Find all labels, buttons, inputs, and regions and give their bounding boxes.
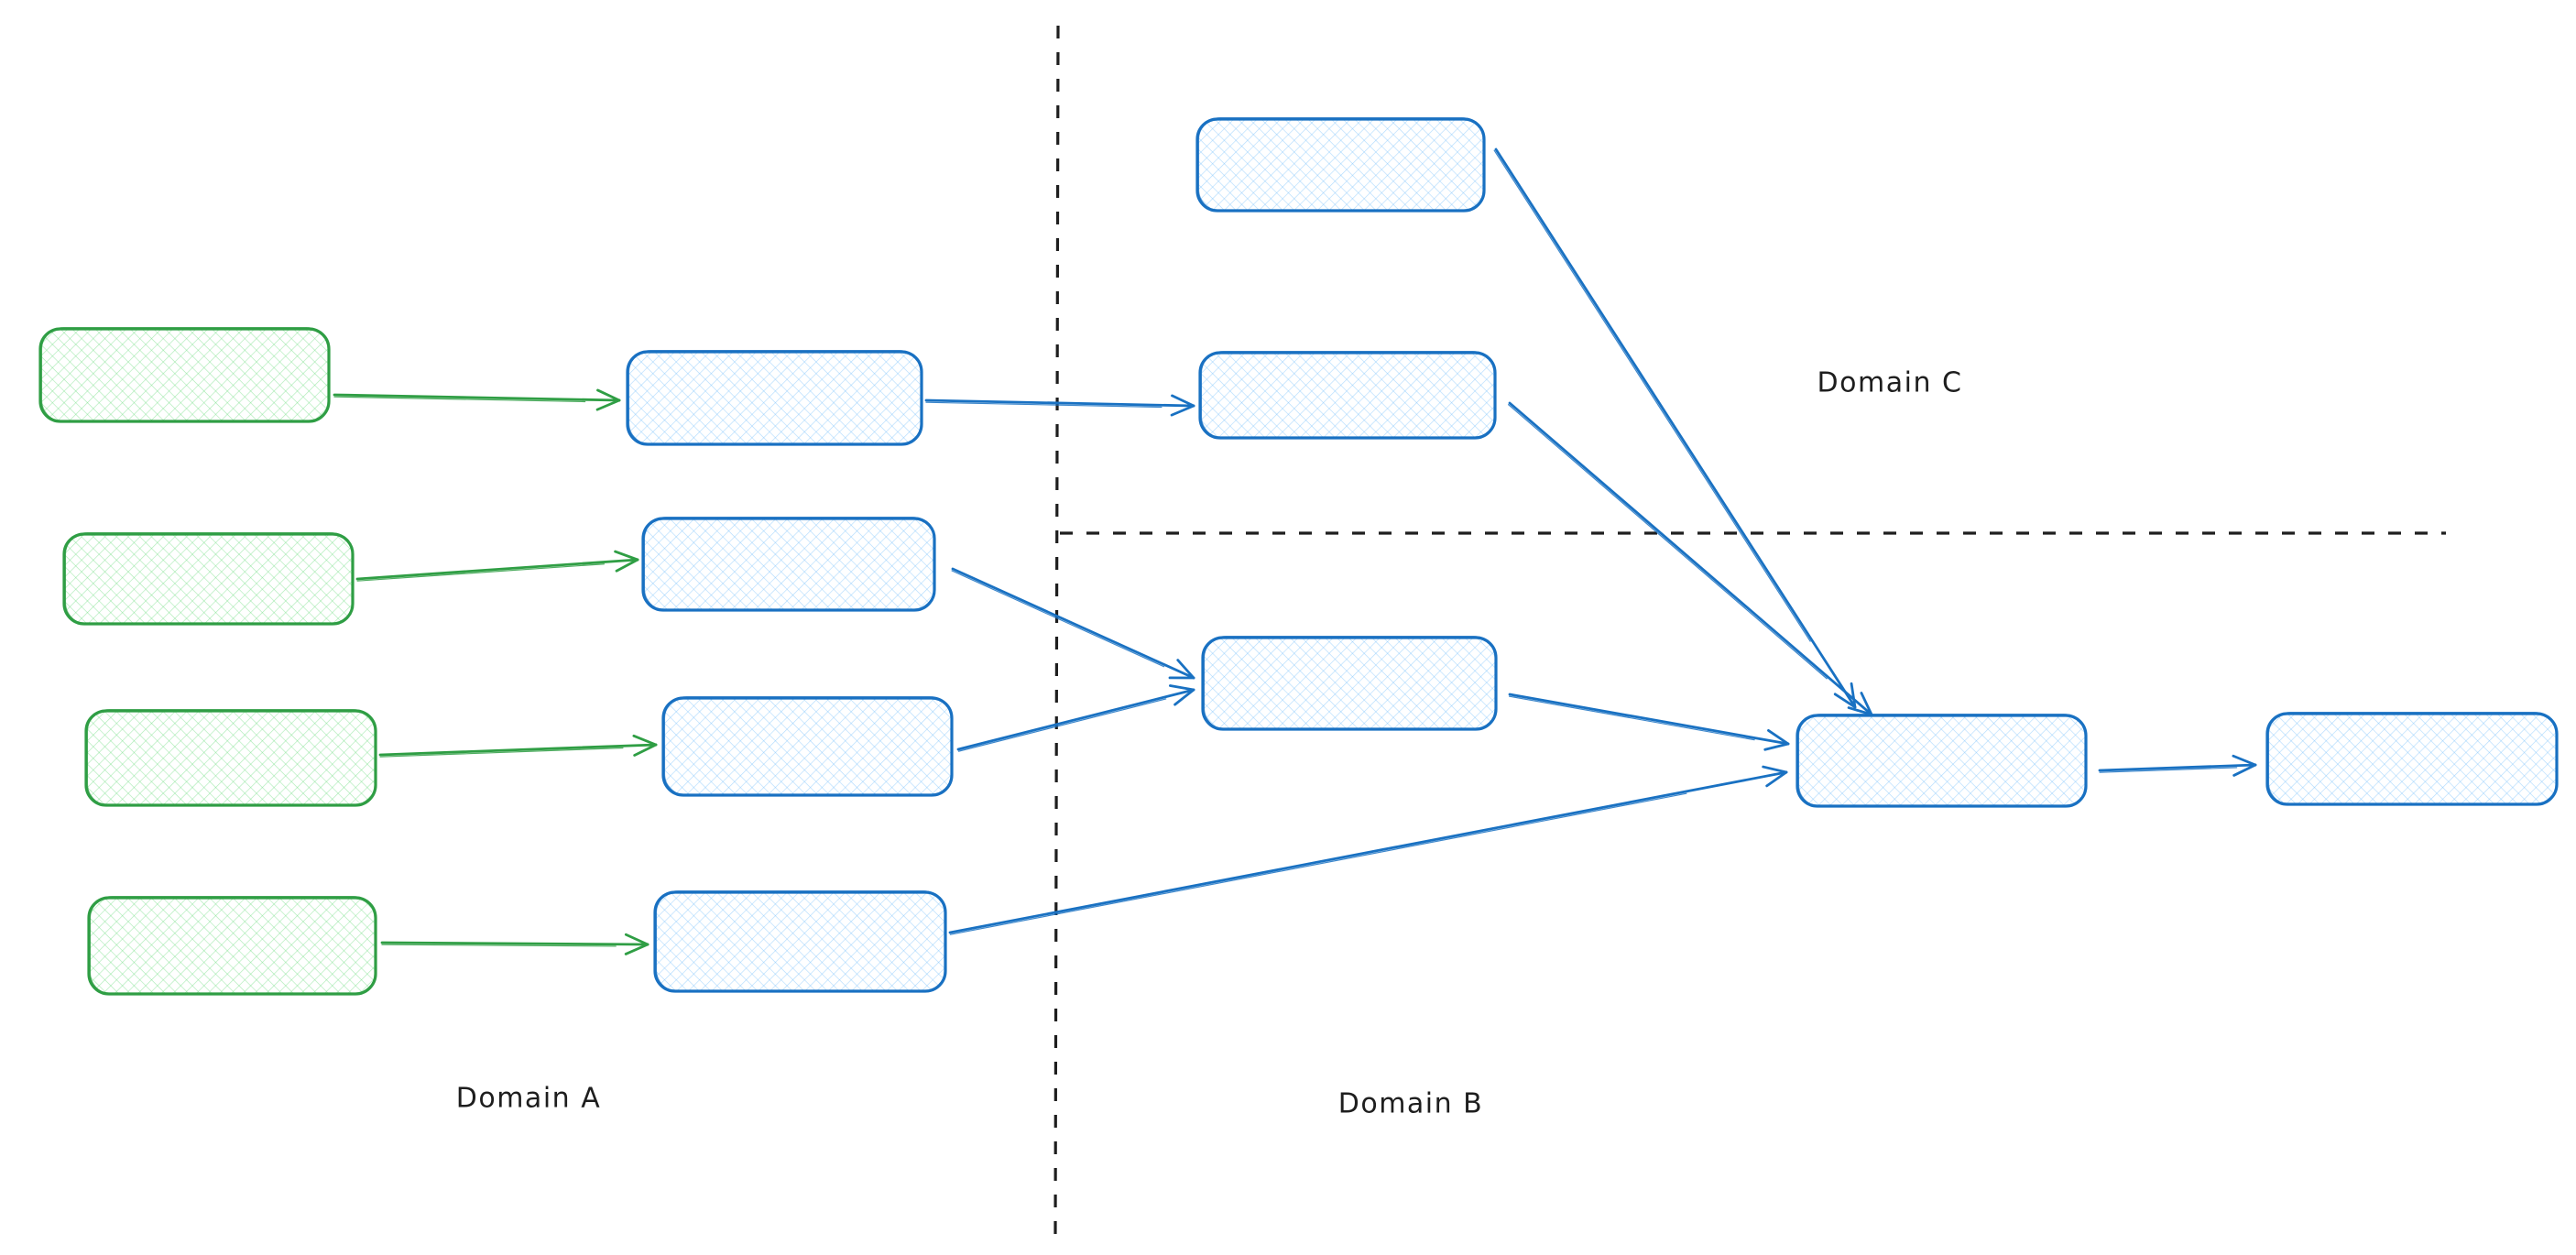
- node-a2[interactable]: [641, 516, 936, 612]
- node-g2[interactable]: [62, 531, 355, 626]
- edges-layer: [333, 147, 2257, 955]
- edge-g4-a4: [380, 933, 649, 955]
- edge-g3-a3: [378, 734, 658, 758]
- edge-g2-a2: [355, 550, 639, 582]
- domain-c-label: Domain C: [1817, 366, 1963, 399]
- node-c1[interactable]: [1796, 713, 2088, 808]
- edge-b2-c1: [1507, 401, 1873, 716]
- node-a4[interactable]: [653, 889, 947, 993]
- edge-b3-c1: [1508, 693, 1790, 751]
- node-g3[interactable]: [84, 708, 377, 807]
- domain-a-label: Domain A: [455, 1082, 602, 1115]
- node-g4[interactable]: [87, 895, 377, 996]
- vertical-divider: [1053, 25, 1060, 1236]
- edge-a1-b2: [924, 394, 1195, 417]
- node-b2[interactable]: [1198, 350, 1497, 440]
- domain-b-label: Domain B: [1337, 1087, 1484, 1120]
- node-a1[interactable]: [626, 349, 923, 446]
- edge-g1-a1: [333, 388, 621, 411]
- edge-a2-b3: [951, 567, 1195, 680]
- edge-b1-c1: [1493, 147, 1857, 709]
- node-a3[interactable]: [661, 695, 954, 797]
- edge-c1-c2: [2098, 754, 2257, 777]
- node-b1[interactable]: [1195, 116, 1486, 213]
- domain-dividers: [1053, 25, 2446, 1236]
- edge-a4-c1: [948, 765, 1788, 935]
- nodes-layer: [38, 116, 2559, 996]
- edge-a3-b3: [956, 684, 1195, 752]
- node-c2[interactable]: [2265, 711, 2559, 806]
- node-b3[interactable]: [1201, 635, 1498, 731]
- node-g1[interactable]: [38, 326, 331, 423]
